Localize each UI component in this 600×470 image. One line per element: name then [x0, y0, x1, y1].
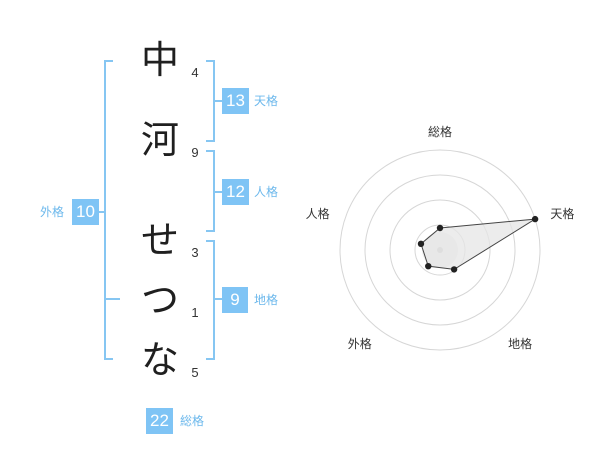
gaikaku-connector: [98, 211, 106, 213]
radar-point-2: [531, 215, 539, 223]
stroke-count-3: 3: [191, 245, 199, 260]
jinkaku-value-badge: 12: [222, 179, 249, 205]
tenkaku-connector: [215, 100, 223, 102]
chikaku-connector: [215, 298, 223, 300]
radar-ring-3: [364, 174, 516, 326]
gaikaku-split-tick: [104, 298, 120, 300]
tenkaku-label: 天格: [254, 94, 279, 108]
stroke-count-4: 1: [191, 305, 199, 320]
radar-axis-label-5: 人格: [306, 206, 330, 221]
gaikaku-bracket: [104, 60, 113, 360]
name-char-4: つ: [140, 278, 179, 322]
stroke-count-2: 9: [191, 145, 199, 160]
stroke-count-5: 5: [191, 365, 199, 380]
gaikaku-value-badge: 10: [72, 199, 99, 225]
radar-point-5: [417, 240, 425, 248]
name-char-3: せ: [140, 218, 179, 262]
radar-value-polygon: [420, 218, 536, 270]
gaikaku-label: 外格: [40, 205, 65, 219]
radar-point-4: [425, 262, 432, 270]
radar-axis-label-2: 天格: [550, 206, 574, 221]
name-char-5: な: [140, 338, 179, 382]
stroke-count-1: 4: [191, 65, 199, 80]
name-char-2: 河: [140, 118, 179, 162]
chikaku-bracket: [206, 240, 215, 360]
radar-point-3: [450, 266, 458, 273]
name-char-1: 中: [140, 38, 179, 82]
radar-axis-label-1: 総格: [428, 124, 452, 139]
jinkaku-connector: [215, 191, 223, 193]
radar-ring-4: [339, 149, 541, 351]
tenkaku-bracket: [206, 60, 215, 142]
jinkaku-bracket: [206, 150, 215, 232]
chikaku-label: 地格: [254, 293, 279, 307]
soukaku-value-badge: 22: [146, 408, 173, 434]
chikaku-value-badge: 9: [222, 287, 248, 313]
radar-point-1: [436, 224, 444, 232]
radar-axis-label-3: 地格: [508, 336, 532, 351]
radar-axis-label-4: 外格: [348, 336, 372, 351]
soukaku-label: 総格: [180, 414, 205, 428]
radar-ring-2: [389, 199, 491, 301]
jinkaku-label: 人格: [254, 185, 279, 199]
tenkaku-value-badge: 13: [222, 88, 249, 114]
